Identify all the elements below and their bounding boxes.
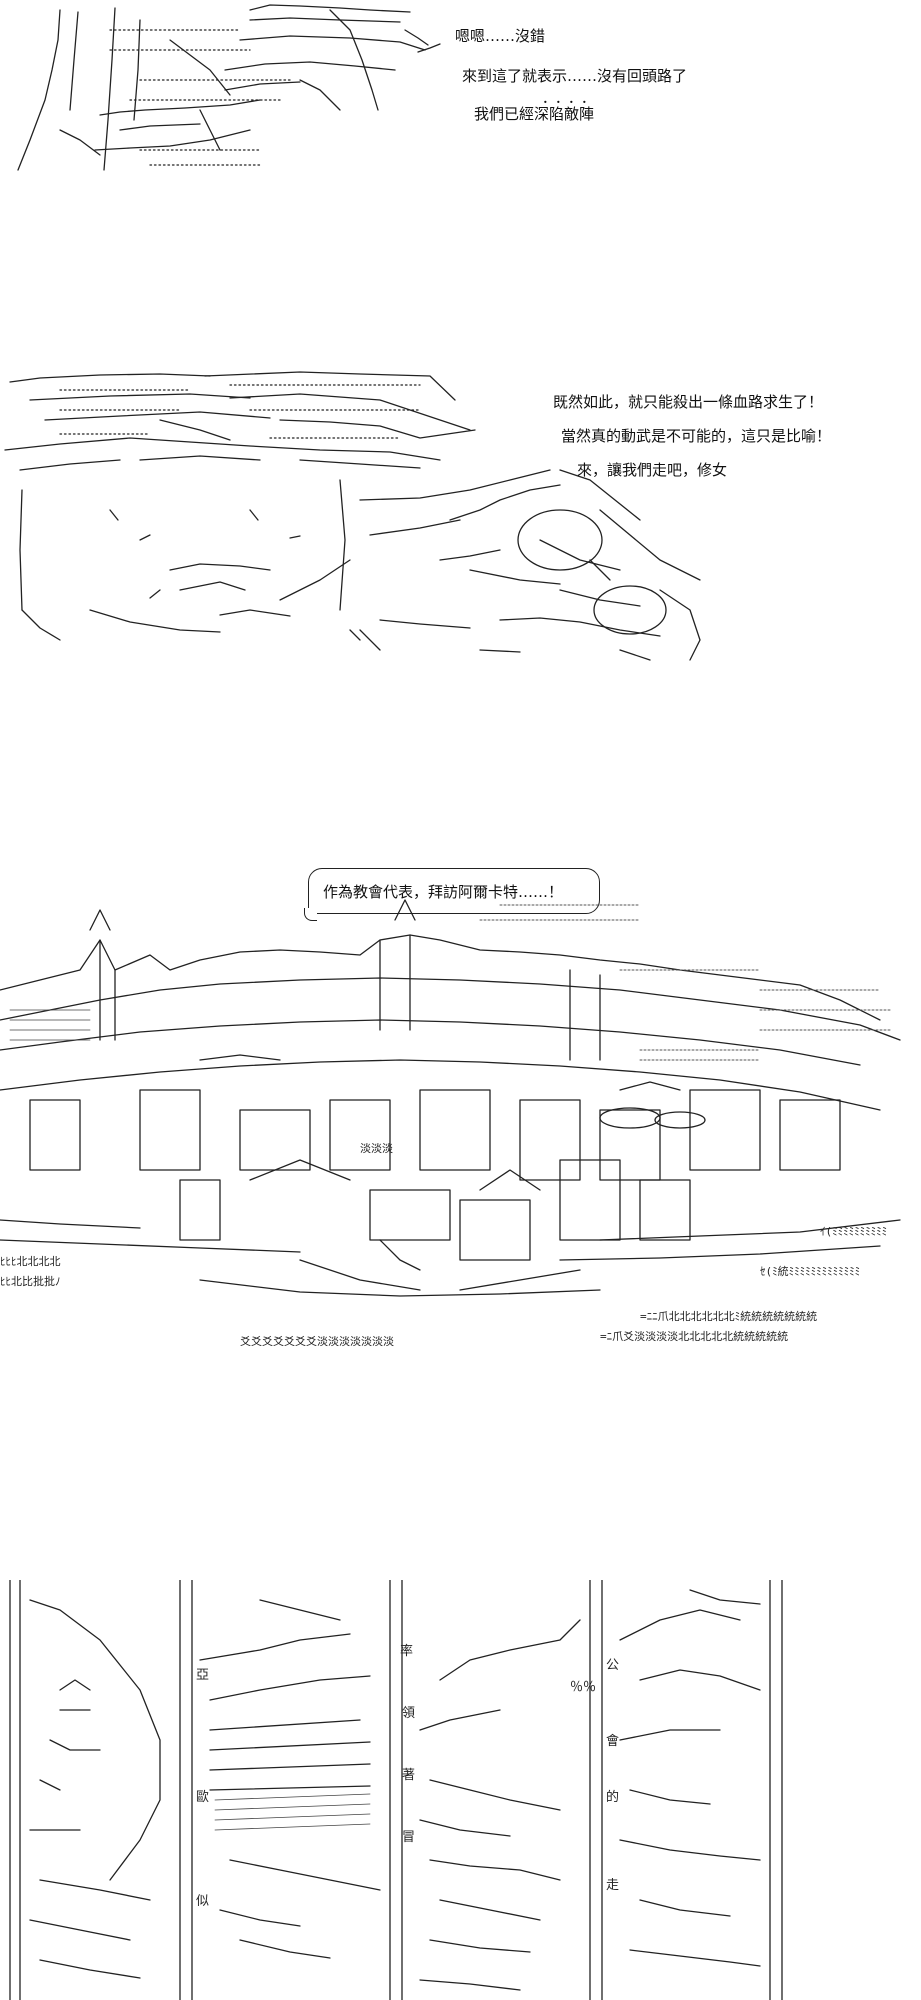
kanji-label: 亞 [196,1668,210,1683]
dialog-line: 我們已經深陷敵陣 [474,105,595,123]
kanji-label: 著 [402,1768,416,1783]
speech-bubble-text: 作為教會代表，拜訪阿爾卡特……！ [323,882,564,901]
kanji-label: ％％ [570,1680,597,1695]
dialog-line: 來到這了就表示……沒有回頭路了 [462,67,688,85]
aa-text-row: =ﾆ爪爻淡淡淡淡北北北北北統統統統統 [600,1330,789,1343]
aa-text-row: ｾ(ﾐ統ﾐﾐﾐﾐﾐﾐﾐﾐﾐﾐﾐﾐﾐ [760,1265,861,1278]
kanji-label: 走 [606,1878,620,1893]
kanji-label: 領 [402,1706,416,1721]
kanji-label: 會 [606,1734,620,1749]
kanji-label: 冒 [402,1830,416,1845]
panel-3: 作為教會代表，拜訪阿爾卡特……！ [0,860,921,1420]
aa-text-row: =ﾆﾆ爪北北北北北北ﾐ統統統統統統統 [640,1310,818,1323]
kanji-label: 似 [196,1894,210,1909]
panel-2: 既然如此，就只能殺出一條血路求生了！ 當然真的動武是不可能的，這只是比喻！ 來，… [0,360,921,680]
panel-1: 嗯嗯……沒錯 來到這了就表示……沒有回頭路了 ．．．． 我們已經深陷敵陣 [0,0,921,190]
kanji-label: 率 [400,1644,414,1659]
kanji-label: 公 [606,1658,620,1673]
aa-text-row: 淡淡淡 [360,1142,393,1155]
dialog-line: 來，讓我們走吧，修女 [577,461,728,479]
aa-text-row: ﾋﾋ北比批批ﾉ [0,1275,61,1288]
dialog-line: 當然真的動武是不可能的，這只是比喻！ [561,427,832,445]
dialog-line: 既然如此，就只能殺出一條血路求生了！ [553,393,824,411]
panel-4: 率 公 領 會 著 歐 的 冒 走 似 ％％ 亞 [0,1580,921,2000]
kanji-label: 歐 [196,1790,210,1805]
aa-text-row: ﾋﾋﾋ北北北北 [0,1255,61,1268]
dialog-line: 嗯嗯……沒錯 [455,27,546,45]
emphasis-dots: ．．．． [542,91,601,107]
speech-bubble-tail [304,908,317,921]
panel-4-line-art [9,1580,783,2000]
kanji-label: 的 [606,1790,620,1805]
aa-text-row: ｲ(ﾐﾐﾐﾐﾐﾐﾐﾐﾐﾐ [820,1225,888,1238]
aa-text-row: 爻爻爻爻爻爻爻淡淡淡淡淡淡淡 [240,1335,394,1348]
speech-bubble: 作為教會代表，拜訪阿爾卡特……！ [308,868,600,914]
